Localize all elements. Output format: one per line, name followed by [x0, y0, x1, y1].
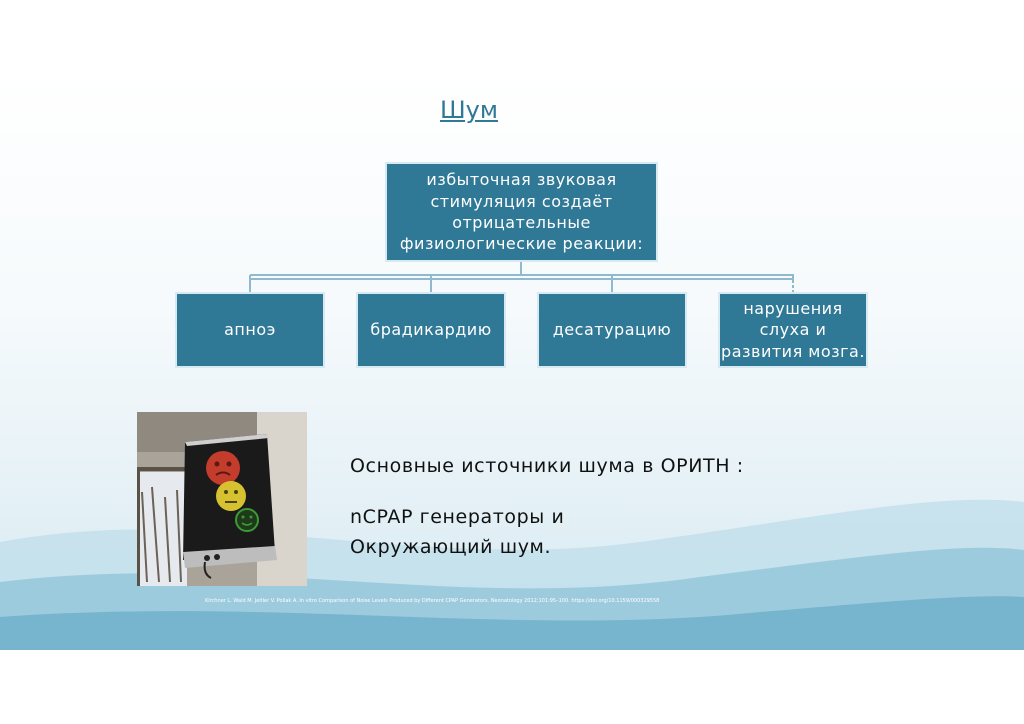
effect-box-apnea: апноэ [175, 292, 325, 368]
reference-citation: Kirchner L. Wald M. Jeitler V. Pollak A.… [205, 598, 660, 604]
sources-line-1: nCPAP генераторы и [350, 506, 565, 529]
cause-box: избыточная звуковая стимуляция создаёт о… [385, 162, 658, 262]
slide-title: Шум [440, 96, 498, 124]
noise-sources-text: Основные источники шума в ОРИТН : nCPAP … [350, 452, 744, 562]
noise-traffic-light-sign-icon [137, 412, 307, 586]
effect-box-hearing-brain: нарушения слуха и развития мозга. [718, 292, 868, 368]
sources-heading: Основные источники шума в ОРИТН : [350, 455, 744, 477]
effect-box-bradycardia: брадикардию [356, 292, 506, 368]
slide: Шум избыточная звуковая стимуляция созда… [0, 72, 1024, 650]
effect-box-desaturation: десатурацию [537, 292, 687, 368]
noise-sign-photo [137, 412, 307, 586]
sources-line-2: Окружающий шум. [350, 535, 552, 558]
